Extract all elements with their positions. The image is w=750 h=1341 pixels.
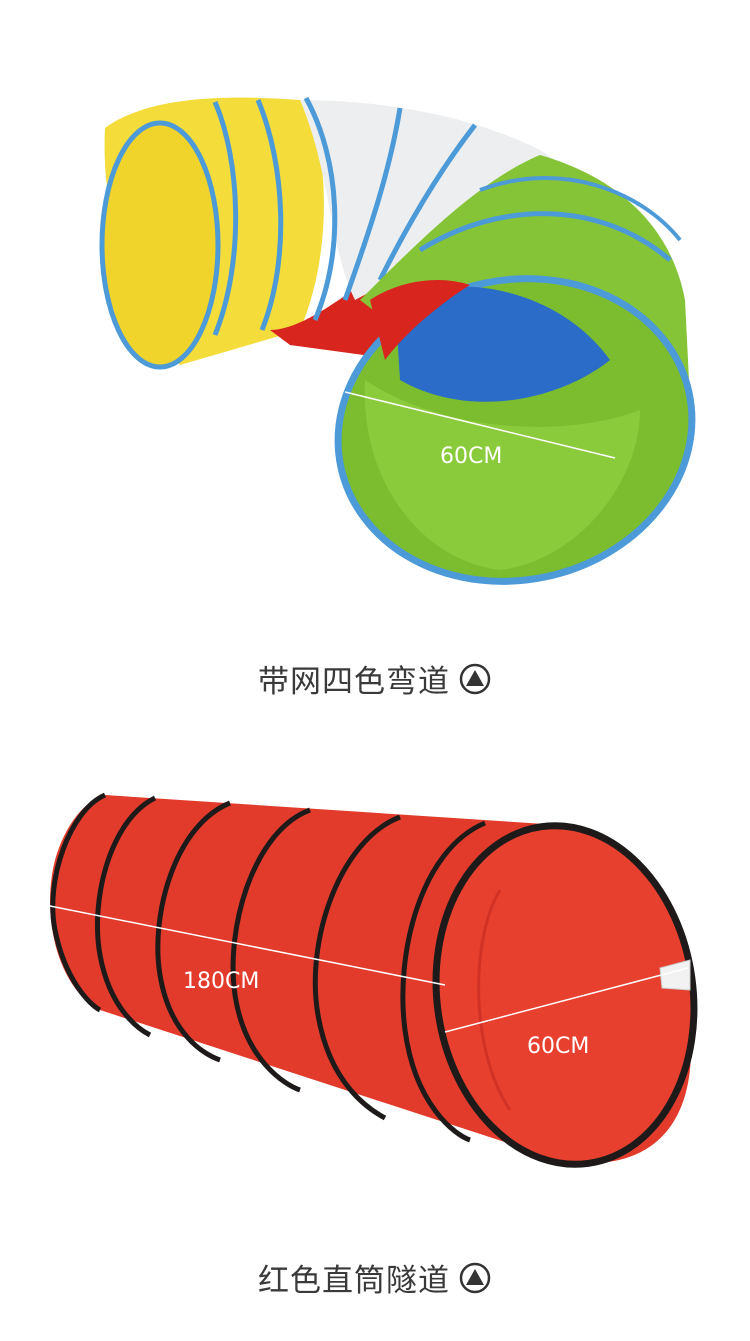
- straight-length-label: 180CM: [183, 969, 259, 994]
- tunnel-yellow-opening: [99, 120, 221, 370]
- diameter-guide-line-2: [444, 967, 689, 1033]
- triangle-up-circle-icon: [459, 663, 491, 694]
- curved-tunnel-image: 60CM: [99, 96, 696, 585]
- curved-diameter-label: 60CM: [440, 444, 502, 469]
- tunnel-interior-blue: [395, 286, 610, 402]
- straight-tunnel-section: 180CM 60CM 红色直筒隧道: [0, 740, 750, 1341]
- length-guide-line: [44, 904, 446, 986]
- diameter-guide-line: [344, 391, 616, 459]
- curved-tunnel-section: 60CM 带网四色弯道: [0, 96, 750, 701]
- straight-tunnel-caption: 红色直筒隧道: [0, 1255, 750, 1300]
- tunnel-white-segment: [300, 100, 600, 300]
- straight-tunnel-image: 180CM 60CM: [44, 792, 698, 1168]
- straight-diameter-label: 60CM: [527, 1034, 589, 1059]
- curved-tunnel-title: 带网四色弯道: [258, 664, 450, 700]
- straight-tunnel-title: 红色直筒隧道: [258, 1263, 450, 1299]
- tunnel-red-opening: [432, 822, 698, 1168]
- triangle-up-circle-icon: [459, 1262, 491, 1293]
- curved-tunnel-caption: 带网四色弯道: [0, 656, 750, 701]
